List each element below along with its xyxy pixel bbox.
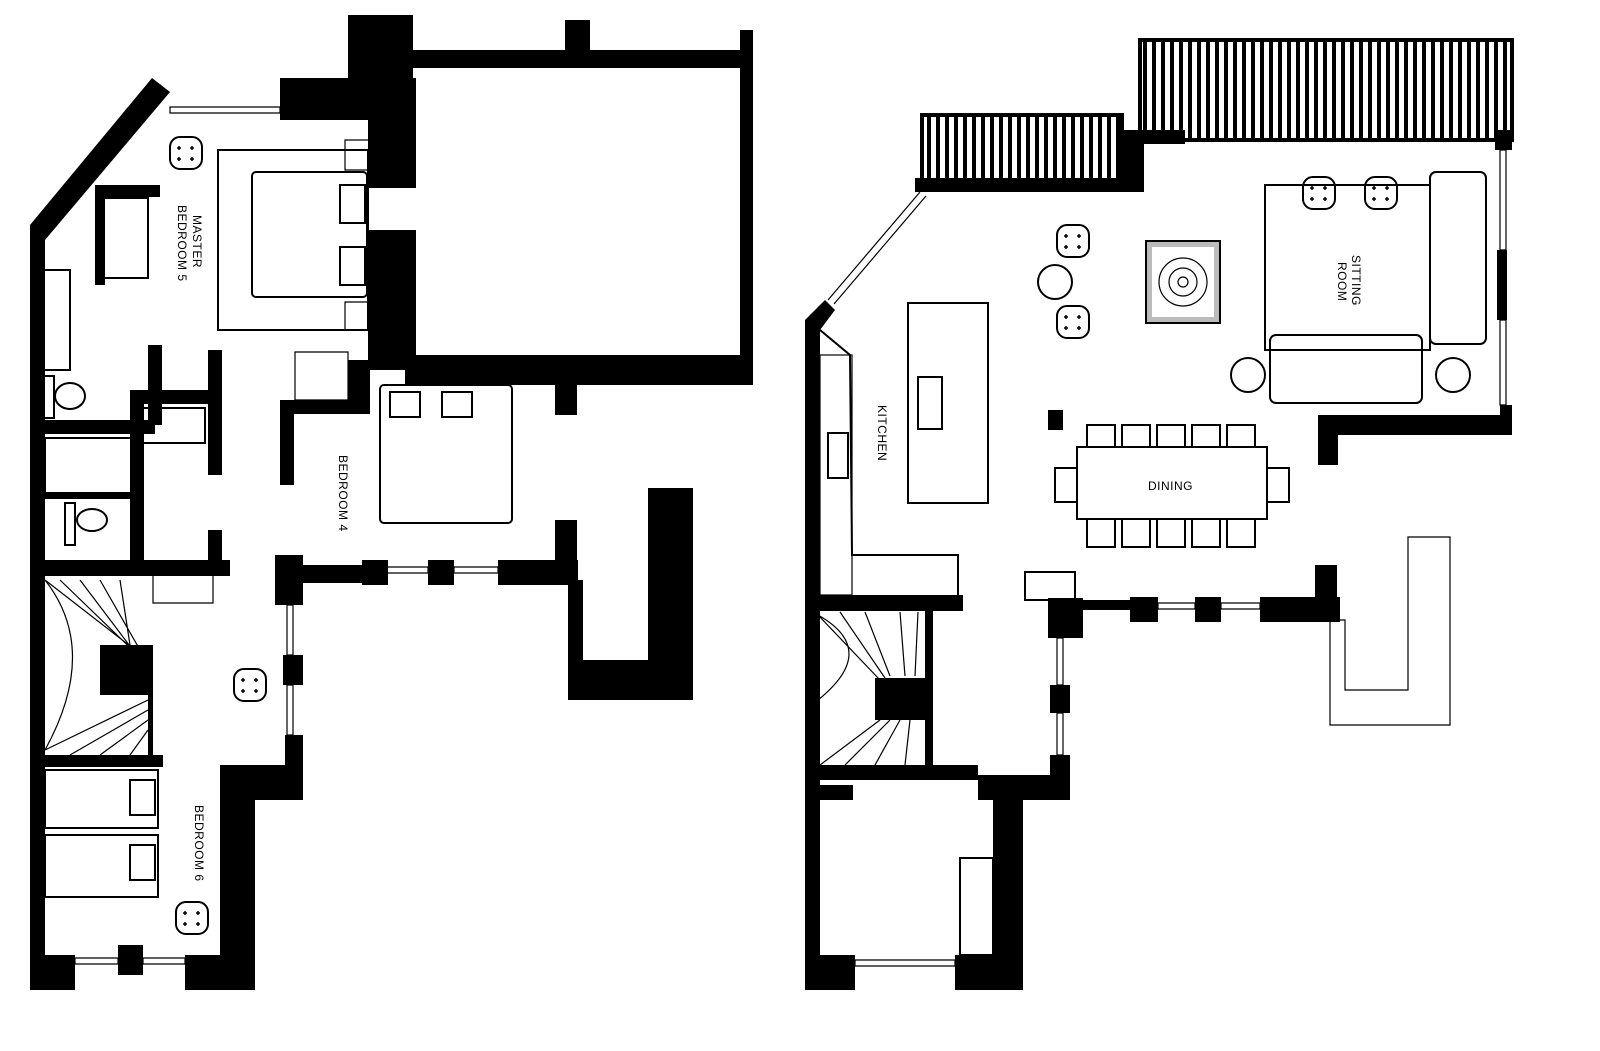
left-walls (30, 15, 753, 990)
label-dining: DINING (1148, 479, 1193, 493)
dining-chairs (1054, 424, 1290, 548)
label-kitchen: KITCHEN (875, 405, 889, 461)
balcony-small (920, 113, 1124, 187)
rug (1145, 240, 1221, 324)
left-furniture (41, 136, 513, 935)
right-windows (827, 149, 1507, 967)
label-bedroom-4: BEDROOM 4 (336, 455, 350, 532)
sofa-bottom (1269, 334, 1423, 404)
balconies (920, 38, 1514, 187)
right-room-labels: KITCHEN SITTING ROOM DINING (875, 255, 1363, 493)
label-master: MASTER (190, 215, 204, 268)
label-bedroom-5: BEDROOM 5 (175, 205, 189, 282)
left-room-labels: MASTER BEDROOM 5 BEDROOM 4 BEDROOM 6 (175, 205, 350, 882)
right-furniture (817, 171, 1487, 956)
right-staircase (817, 611, 919, 766)
kitchen-island (907, 302, 989, 504)
left-floor-plan: MASTER BEDROOM 5 BEDROOM 4 BEDROOM 6 (30, 15, 753, 990)
label-bedroom-6: BEDROOM 6 (192, 805, 206, 882)
right-walls (805, 130, 1512, 990)
label-sitting: SITTING (1349, 255, 1363, 306)
left-windows (74, 106, 499, 965)
balcony-large (1138, 38, 1514, 142)
label-room: ROOM (1335, 262, 1349, 301)
kitchen-counter (819, 329, 959, 598)
sofa-right (1429, 171, 1487, 345)
right-floor-plan: KITCHEN SITTING ROOM DINING (805, 38, 1514, 990)
left-staircase (44, 579, 149, 756)
